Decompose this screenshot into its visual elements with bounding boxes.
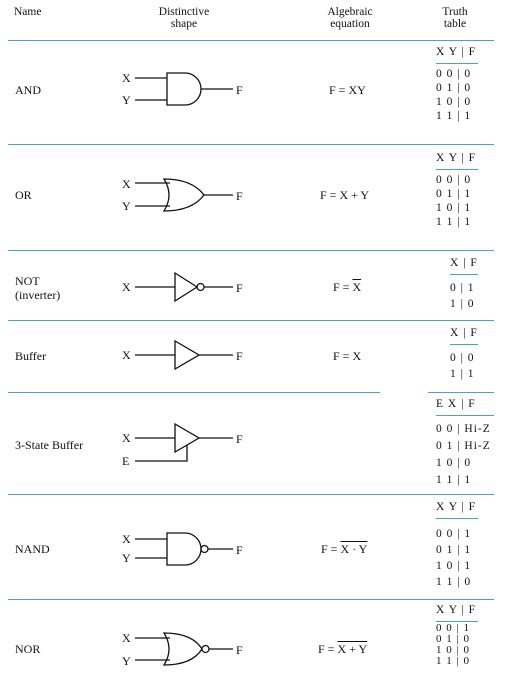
truth-table-row: 0 1 | 1	[436, 544, 472, 556]
header-truth-line1: Truth	[442, 6, 468, 18]
gate-name-nor: NOR	[15, 642, 41, 656]
rule-buffer-3state-tt	[428, 392, 494, 393]
truth-table-row: 0 | 1	[450, 282, 475, 294]
equation-nand-bar: X · Y	[340, 542, 368, 556]
tristate-input-x: X	[122, 431, 131, 445]
equation-and: F = XY	[329, 83, 366, 97]
and-input-x: X	[122, 71, 131, 85]
tristate-buffer-symbol: X E F	[122, 422, 243, 468]
truth-table-row: 0 1 | 1	[436, 188, 472, 200]
nor-input-x: X	[122, 631, 131, 645]
nor-output-f: F	[236, 643, 243, 657]
gate-name-not: NOT	[15, 274, 40, 288]
nor-input-y: Y	[122, 654, 131, 668]
gate-name-nand: NAND	[15, 542, 50, 556]
truth-table-row: 1 | 0	[450, 298, 475, 310]
truth-table-header: X | F	[450, 257, 478, 269]
and-output-f: F	[236, 83, 243, 97]
rule-3state-nand	[8, 494, 494, 495]
rule-header	[8, 40, 494, 41]
truth-table-row: 1 1 | 1	[436, 474, 472, 486]
header-shape-line2: shape	[170, 18, 198, 30]
not-gate-symbol: X F	[122, 271, 243, 303]
truth-table-header: X Y | F	[436, 604, 477, 616]
truth-table-row: 0 1 | 0	[436, 633, 470, 645]
equation-not: F = X	[333, 281, 361, 294]
truth-table-row: 0 0 | 0	[436, 68, 472, 80]
rule-buffer-3state	[8, 392, 380, 393]
nand-input-y: Y	[122, 551, 131, 565]
not-output-f: F	[236, 281, 243, 295]
tristate-output-f: F	[236, 432, 243, 446]
header-equation: Algebraic equation	[313, 6, 387, 30]
equation-not-lhs: F =	[333, 280, 353, 294]
truth-table-row: 1 | 1	[450, 368, 475, 380]
truth-table-row: 0 1 | 0	[436, 82, 472, 94]
header-equation-line1: Algebraic	[327, 6, 373, 18]
truth-table-row: 0 0 | 1	[436, 528, 472, 540]
truth-table-row: 1 0 | 0	[436, 457, 472, 469]
or-input-y: Y	[122, 199, 131, 213]
nand-input-x: X	[122, 532, 131, 546]
header-truth-line2: table	[443, 18, 467, 30]
truth-table-header: X Y | F	[436, 152, 477, 164]
equation-nor: F = X + Y	[318, 643, 367, 656]
rule-and-or	[8, 144, 494, 145]
truth-table-header: X | F	[450, 327, 478, 339]
nor-gate-symbol: X Y F	[122, 631, 243, 668]
truth-table-row: 0 0 | Hi-Z	[436, 423, 491, 435]
or-gate-symbol: X Y F	[122, 177, 243, 213]
and-input-y: Y	[122, 93, 131, 107]
truth-table-row: 1 1 | 0	[436, 576, 472, 588]
truth-table-row: 1 1 | 1	[436, 216, 472, 228]
truth-table-row: 1 0 | 1	[436, 560, 472, 572]
or-input-x: X	[122, 177, 131, 191]
header-truth: Truth table	[430, 6, 480, 30]
truth-table-header: X Y | F	[436, 46, 477, 58]
truth-table-row: 0 0 | 1	[436, 622, 470, 634]
truth-table-header: X Y | F	[436, 501, 477, 513]
truth-table-row: 0 1 | Hi-Z	[436, 440, 491, 452]
truth-table-row: 1 0 | 0	[436, 96, 472, 108]
rule-nand-nor	[8, 599, 494, 600]
buffer-gate-symbol: X F	[122, 339, 243, 371]
truth-table-row: 1 1 | 1	[436, 110, 472, 122]
equation-nor-lhs: F =	[318, 642, 338, 656]
tristate-input-e: E	[122, 454, 129, 468]
and-gate-symbol: X Y F	[122, 71, 243, 107]
buffer-output-f: F	[236, 349, 243, 363]
truth-table-row: 1 0 | 0	[436, 644, 470, 656]
truth-table-header: E X | F	[436, 398, 476, 410]
truth-table-row: 1 1 | 0	[436, 655, 470, 667]
not-input-x: X	[122, 280, 131, 294]
header-shape: Distinctive shape	[148, 6, 220, 30]
equation-buffer: F = X	[333, 349, 362, 363]
gate-name-and: AND	[15, 83, 41, 97]
equation-nand-lhs: F =	[321, 542, 341, 556]
nand-gate-symbol: X Y F	[122, 532, 243, 566]
truth-table-row: 1 0 | 1	[436, 202, 472, 214]
gate-name-buffer: Buffer	[15, 349, 47, 363]
rule-not-buffer	[8, 320, 494, 321]
equation-or: F = X + Y	[320, 188, 370, 202]
equation-nor-bar: X + Y	[337, 642, 368, 656]
truth-table-row: 0 | 0	[450, 352, 475, 364]
truth-table-row: 0 0 | 0	[436, 174, 472, 186]
gate-name-or: OR	[15, 188, 32, 202]
gate-name-3state: 3-State Buffer	[15, 438, 84, 452]
equation-nand: F = X · Y	[321, 543, 367, 556]
gate-name-not-sub: (inverter)	[15, 288, 61, 302]
header-equation-line2: equation	[330, 18, 370, 30]
header-shape-line1: Distinctive	[158, 6, 210, 18]
buffer-input-x: X	[122, 348, 131, 362]
nand-output-f: F	[236, 543, 243, 557]
equation-not-bar: X	[352, 280, 362, 294]
rule-or-not	[8, 250, 494, 251]
header-name: Name	[14, 6, 42, 18]
or-output-f: F	[236, 189, 243, 203]
